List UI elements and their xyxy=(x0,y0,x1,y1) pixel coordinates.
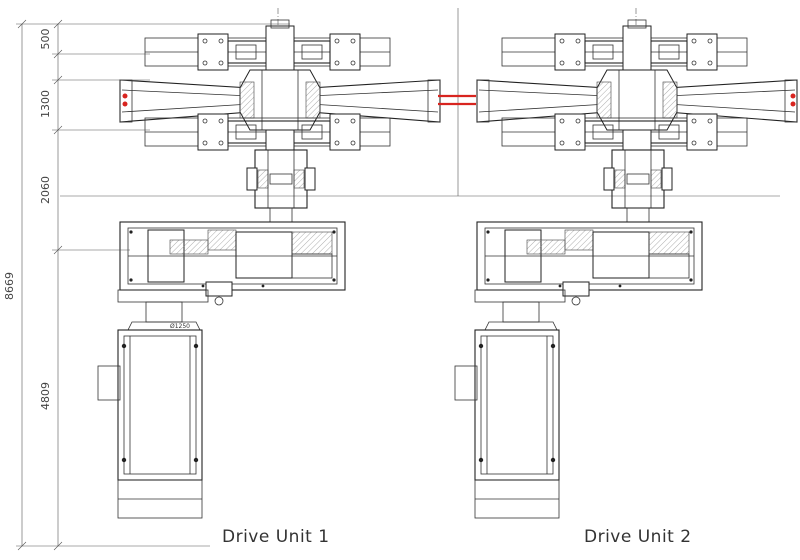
dimension-chain: 500 1300 2060 4809 8669 xyxy=(3,19,290,551)
dimension-4809: 4809 xyxy=(39,382,52,410)
dimension-1300: 1300 xyxy=(39,90,52,118)
dimension-2060: 2060 xyxy=(39,176,52,204)
drive-unit-2 xyxy=(454,19,798,519)
diameter-note: Ø1250 xyxy=(170,323,190,330)
drive-unit-2-label: Drive Unit 2 xyxy=(584,527,692,547)
dimension-500: 500 xyxy=(39,29,52,50)
coupling-markers xyxy=(122,93,796,107)
drive-unit-1: Ø1250 xyxy=(97,19,441,519)
drive-unit-1-label: Drive Unit 1 xyxy=(222,527,330,547)
dimension-8669: 8669 xyxy=(3,272,16,300)
